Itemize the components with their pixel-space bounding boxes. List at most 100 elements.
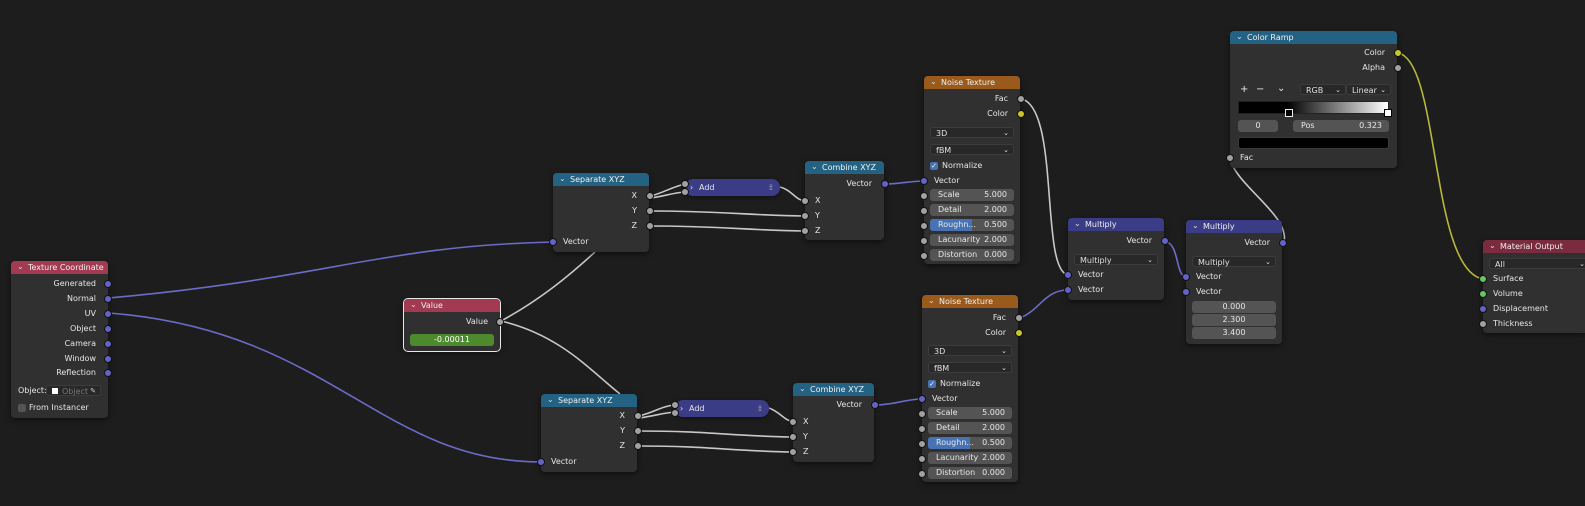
socket-vector-b[interactable] [1182, 288, 1190, 296]
add-top-node[interactable]: › Add ⁞⁞ [681, 179, 780, 196]
socket-vector-b[interactable] [1064, 286, 1072, 294]
socket-color[interactable] [1017, 110, 1025, 118]
vector-y-field[interactable]: 2.300 [1192, 314, 1276, 326]
node-header[interactable]: ⌄ Color Ramp [1230, 31, 1397, 44]
socket-y[interactable] [789, 433, 797, 441]
socket-a[interactable] [681, 180, 689, 188]
multiply-1-node[interactable]: ⌄ Multiply Vector Multiply⌄ Vector Vecto… [1064, 218, 1169, 300]
operation-dropdown[interactable]: Multiply⌄ [1074, 254, 1158, 265]
socket-x[interactable] [801, 197, 809, 205]
node-header[interactable]: ⌄ Combine XYZ [805, 161, 884, 174]
add-stop-button[interactable]: + [1240, 84, 1249, 95]
socket-z[interactable] [646, 222, 654, 230]
add-bottom-node[interactable]: › Add ⁞⁞ [671, 400, 769, 417]
noise-type-dropdown[interactable]: fBM⌄ [930, 144, 1014, 155]
stop-handle-black[interactable] [1285, 109, 1293, 117]
socket-color[interactable] [1394, 49, 1402, 57]
socket-z[interactable] [801, 227, 809, 235]
active-stop-index[interactable]: 0 [1238, 120, 1278, 132]
socket-y[interactable] [634, 427, 642, 435]
socket-b[interactable] [671, 409, 679, 417]
value-field[interactable]: -0.00011 [410, 334, 494, 346]
socket-distortion[interactable] [918, 470, 926, 478]
socket-vector-in[interactable] [918, 395, 926, 403]
color-ramp-node[interactable]: ⌄ Color Ramp Color Alpha + − ⌄ RGB⌄ Line… [1226, 31, 1402, 168]
socket-displacement[interactable] [1479, 305, 1487, 313]
socket-vector-a[interactable] [1064, 271, 1072, 279]
gradient-bar[interactable] [1238, 101, 1389, 114]
value-node[interactable]: ⌄ Value Value -0.00011 [403, 298, 504, 352]
node-header[interactable]: ⌄ Multiply [1068, 218, 1164, 231]
node-header[interactable]: ⌄ Texture Coordinate [11, 261, 108, 274]
socket-value[interactable] [496, 318, 504, 326]
socket-vector-out[interactable] [1279, 239, 1287, 247]
eyedropper-icon[interactable]: ✎ [90, 387, 96, 395]
socket-lacunarity[interactable] [918, 455, 926, 463]
collapse-chevron-icon[interactable]: ⌄ [410, 300, 417, 309]
socket-uv[interactable] [104, 310, 112, 318]
socket-scale[interactable] [920, 192, 928, 200]
collapse-chevron-icon[interactable]: ⌄ [1489, 241, 1496, 250]
collapse-chevron-icon[interactable]: ⌄ [1236, 32, 1243, 41]
vector-z-field[interactable]: 3.400 [1192, 327, 1276, 339]
socket-detail[interactable] [918, 425, 926, 433]
dimensions-dropdown[interactable]: 3D⌄ [928, 345, 1012, 356]
collapse-chevron-icon[interactable]: ⌄ [811, 162, 818, 171]
socket-volume[interactable] [1479, 290, 1487, 298]
socket-vector-in[interactable] [537, 458, 545, 466]
socket-vector-a[interactable] [1182, 273, 1190, 281]
noise-texture-bottom-node[interactable]: ⌄ Noise Texture Fac Color 3D⌄ fBM⌄ ✓ Nor… [918, 295, 1023, 482]
socket-fac[interactable] [1226, 154, 1234, 162]
socket-roughness[interactable] [918, 440, 926, 448]
collapse-chevron-icon[interactable]: ⌄ [1074, 219, 1081, 228]
node-header[interactable]: ⌄ Value [404, 299, 500, 312]
socket-lacunarity[interactable] [920, 237, 928, 245]
interpolation-dropdown[interactable]: Linear⌄ [1346, 84, 1391, 95]
collapse-chevron-icon[interactable]: ⌄ [559, 174, 566, 183]
socket-x[interactable] [634, 412, 642, 420]
node-header[interactable]: ⌄ Noise Texture [924, 76, 1020, 89]
socket-vector-out[interactable] [1161, 237, 1169, 245]
texture-coordinate-node[interactable]: ⌄ Texture Coordinate Generated Normal UV… [11, 261, 112, 418]
socket-reflection[interactable] [104, 369, 112, 377]
socket-generated[interactable] [104, 280, 112, 288]
socket-thickness[interactable] [1479, 320, 1487, 328]
collapse-chevron-icon[interactable]: ⌄ [930, 77, 937, 86]
remove-stop-button[interactable]: − [1256, 84, 1265, 95]
material-output-node[interactable]: ⌄ Material Output All⌄ Surface Volume Di… [1479, 240, 1585, 333]
color-mode-dropdown[interactable]: RGB⌄ [1300, 84, 1346, 95]
combine-xyz-bottom-node[interactable]: ⌄ Combine XYZ Vector X Y Z [789, 383, 879, 462]
from-instancer-checkbox[interactable] [18, 404, 26, 412]
socket-b[interactable] [681, 188, 689, 196]
collapse-chevron-icon[interactable]: ⌄ [17, 262, 24, 271]
node-header[interactable]: ⌄ Material Output [1483, 240, 1585, 253]
socket-surface[interactable] [1479, 275, 1487, 283]
roughness-slider[interactable]: Roughn...0.500 [930, 219, 1014, 231]
socket-y[interactable] [646, 207, 654, 215]
socket-a[interactable] [671, 401, 679, 409]
socket-vector-in[interactable] [549, 238, 557, 246]
socket-fac[interactable] [1017, 95, 1025, 103]
socket-normal[interactable] [104, 295, 112, 303]
socket-color[interactable] [1015, 329, 1023, 337]
socket-vector-in[interactable] [920, 177, 928, 185]
socket-roughness[interactable] [920, 222, 928, 230]
collapse-chevron-icon[interactable]: ⌄ [799, 384, 806, 393]
socket-object[interactable] [104, 325, 112, 333]
noise-texture-top-node[interactable]: ⌄ Noise Texture Fac Color 3D⌄ fBM⌄ ✓ Nor… [920, 76, 1025, 264]
multiply-2-node[interactable]: ⌄ Multiply Vector Multiply⌄ Vector Vecto… [1182, 220, 1287, 344]
expand-chevron-icon[interactable]: › [690, 183, 694, 192]
socket-window[interactable] [104, 355, 112, 363]
collapse-chevron-icon[interactable]: ⌄ [928, 296, 935, 305]
node-header[interactable]: ⌄ Separate XYZ [541, 394, 637, 407]
separate-xyz-top-node[interactable]: ⌄ Separate XYZ X Y Z Vector [549, 173, 654, 252]
socket-distortion[interactable] [920, 252, 928, 260]
